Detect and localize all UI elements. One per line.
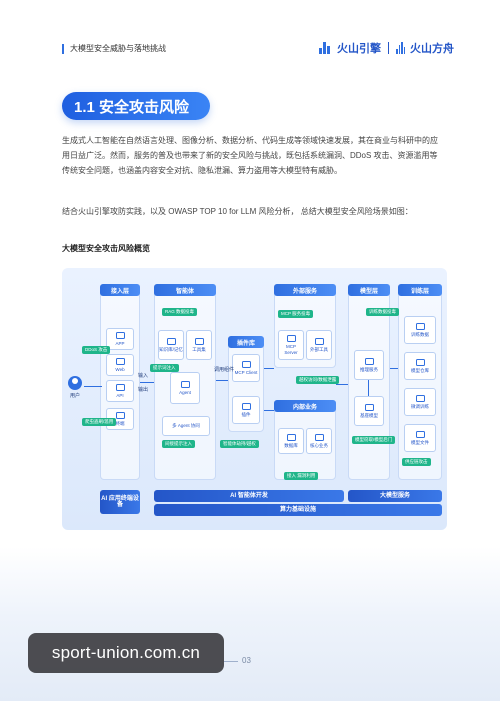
tools-icon	[194, 337, 204, 345]
tag-abuse: 爬虫盗刷/滥用	[82, 418, 117, 426]
api-icon	[115, 383, 125, 391]
arrow-plugin-internal	[264, 410, 274, 411]
ark-logo-icon	[396, 42, 406, 54]
label-input: 输入	[138, 373, 149, 379]
terminal-icon	[115, 411, 125, 419]
tag-rag-poison: RAG 数据投毒	[162, 308, 198, 316]
tag-model-poison: 训练数据投毒	[366, 308, 399, 316]
tag-vuln: 接入 漏洞利用	[284, 472, 319, 480]
header-accent-bar	[62, 44, 64, 54]
brand-volcengine: 火山引擎	[337, 43, 381, 55]
model-repo-icon	[415, 358, 425, 366]
internal-node-core: 核心业务	[306, 428, 332, 454]
brand-separator	[388, 42, 389, 54]
arrow-agent-plugin	[216, 380, 228, 381]
tag-agent-hijack: 智能体劫持/越权	[220, 440, 259, 448]
mcp-client-icon	[241, 360, 251, 368]
tag-mcp-risk: MCP 服务投毒	[278, 310, 314, 318]
arrow-training-model	[390, 368, 398, 369]
training-node-files: 模型文件	[404, 424, 436, 452]
internal-node-database: 数据库	[278, 428, 304, 454]
model-layer-column	[348, 284, 390, 480]
tag-prompt-inject: 提示词注入	[150, 364, 179, 372]
tag-model-theft: 模型窃取/模型后门	[352, 436, 396, 444]
page-header: 大模型安全威胁与落地挑战 火山引擎 火山方舟	[62, 40, 454, 60]
agent-header: 智能体	[154, 284, 216, 296]
external-node-tools: 外部工具	[306, 330, 332, 360]
knowledge-icon	[166, 337, 176, 345]
model-node-inference: 推理服务	[354, 350, 384, 380]
brand-ark: 火山方舟	[410, 43, 454, 55]
user-label: 用户	[69, 393, 80, 399]
training-layer-header: 训练层	[398, 284, 442, 296]
bar-model-service: 大模型服务	[348, 490, 442, 502]
agent-node-multi: 多 Agent 协同	[162, 416, 210, 436]
model-file-icon	[415, 430, 425, 438]
arrow-plugin-external	[264, 368, 274, 369]
section-title: 1.1 安全攻击风险	[62, 92, 210, 120]
access-node-app: APP	[106, 328, 134, 350]
core-business-icon	[314, 433, 324, 441]
agent-node-agent: Agent	[170, 372, 200, 404]
plugin-icon	[241, 402, 251, 410]
page-number: 03	[222, 656, 282, 666]
summary-paragraph: 结合火山引擎攻防实践，以及 OWASP TOP 10 for LLM 风险分析，…	[62, 207, 413, 216]
inference-icon	[364, 357, 374, 365]
arrow-user-access	[84, 386, 102, 387]
intro-paragraph: 生成式人工智能在自然语言处理、图像分析、数据分析、代码生成等领域快速发展，其在商…	[62, 136, 438, 175]
internal-business-header: 内部业务	[274, 400, 336, 412]
access-node-api: API	[106, 380, 134, 402]
external-node-mcp-server: MCP Server	[278, 330, 304, 360]
plugin-node-plugin: 插件	[232, 396, 260, 424]
user-icon	[68, 376, 82, 390]
arrow-access-agent	[140, 382, 154, 383]
training-data-icon	[415, 322, 425, 330]
plugin-node-mcp-client: MCP Client	[232, 354, 260, 382]
access-node-web: Web	[106, 354, 134, 376]
mcp-server-icon	[286, 335, 296, 342]
external-tool-icon	[314, 337, 324, 345]
web-icon	[115, 357, 125, 365]
access-layer-header: 接入层	[100, 284, 140, 296]
base-model-icon	[364, 403, 374, 411]
finetune-icon	[415, 394, 425, 402]
page-number-line-left	[224, 661, 238, 662]
tag-unauth: 越权访问/数据泄露	[296, 376, 340, 384]
arrow-to-model	[336, 384, 348, 385]
model-layer-header: 模型层	[348, 284, 390, 296]
label-output: 输出	[138, 387, 149, 393]
bar-infrastructure: 算力基础设施	[154, 504, 442, 516]
app-icon	[115, 331, 125, 339]
model-node-base: 基座模型	[354, 396, 384, 426]
tag-ddos: DDoS 攻击	[82, 346, 111, 354]
agent-node-tools: 工具集	[186, 330, 212, 360]
risk-overview-diagram: 用户 接入层 APP Web API 终端 DDoS 攻击 爬虫盗刷/滥用 智能…	[62, 268, 447, 530]
volcengine-logo-icon	[319, 42, 333, 54]
database-icon	[286, 433, 296, 441]
figure-caption: 大模型安全攻击风险概览	[62, 244, 150, 253]
page-number-text: 03	[242, 656, 251, 665]
external-services-header: 外部服务	[274, 284, 336, 296]
agent-icon	[180, 380, 190, 388]
brand-logos: 火山引擎 火山方舟	[319, 40, 454, 56]
bar-agent-dev: AI 智能体开发	[154, 490, 344, 502]
tag-supply-chain: 供应链攻击	[402, 458, 431, 466]
label-call-component: 调用组件	[214, 367, 235, 373]
arrow-inference-base	[368, 380, 369, 396]
agent-node-knowledge: 知识库/记忆	[158, 330, 184, 360]
watermark-banner: sport-union.com.cn	[28, 633, 224, 673]
training-node-repo: 模型仓库	[404, 352, 436, 380]
plugin-library-header: 插件库	[228, 336, 264, 348]
header-title: 大模型安全威胁与落地挑战	[70, 44, 166, 53]
user-actor: 用户	[66, 376, 84, 399]
bar-app-terminal: AI 应用终端设备	[100, 490, 140, 514]
tag-tool-inject: 间接提示注入	[162, 440, 195, 448]
training-node-data: 训练数据	[404, 316, 436, 344]
training-node-finetune: 微调训练	[404, 388, 436, 416]
